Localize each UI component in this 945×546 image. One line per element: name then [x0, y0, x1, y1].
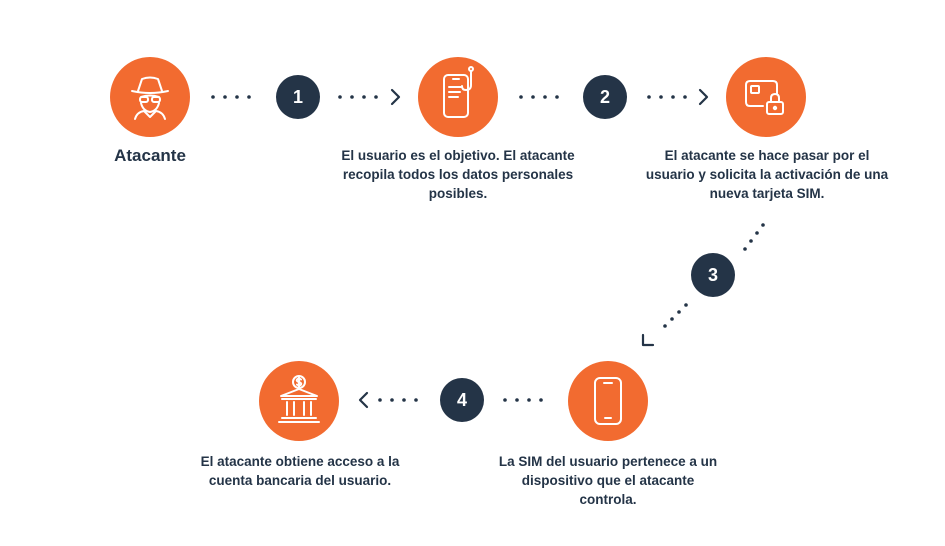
arrow-right-icon	[698, 88, 709, 106]
arrow-down-left-icon	[641, 333, 655, 347]
attacker-node	[110, 57, 190, 137]
smartphone-icon	[594, 377, 622, 425]
device-node	[568, 361, 648, 441]
sim-request-node	[726, 57, 806, 137]
bank-node	[259, 361, 339, 441]
arrow-left-icon	[358, 391, 369, 409]
sim-request-label: El atacante se hace pasar por el usuario…	[645, 148, 889, 201]
sim-card-lock-icon	[745, 80, 784, 115]
arrow-heads	[358, 88, 709, 409]
target-node	[418, 57, 498, 137]
attacker-label: Atacante	[114, 146, 186, 165]
spy-icon	[131, 76, 169, 120]
step-1-badge: 1	[276, 75, 320, 119]
bank-label: El atacante obtiene acceso a la cuenta b…	[200, 454, 400, 488]
connector-dots	[211, 95, 765, 402]
arrow-right-icon	[390, 88, 401, 106]
bank-dollar-icon	[278, 375, 320, 423]
step-4-badge: 4	[440, 378, 484, 422]
target-label: El usuario es el objetivo. El atacante r…	[341, 148, 575, 201]
device-label: La SIM del usuario pertenece a un dispos…	[498, 454, 718, 507]
phone-hook-icon	[443, 66, 474, 118]
step-2-badge: 2	[583, 75, 627, 119]
step-3-badge: 3	[691, 253, 735, 297]
